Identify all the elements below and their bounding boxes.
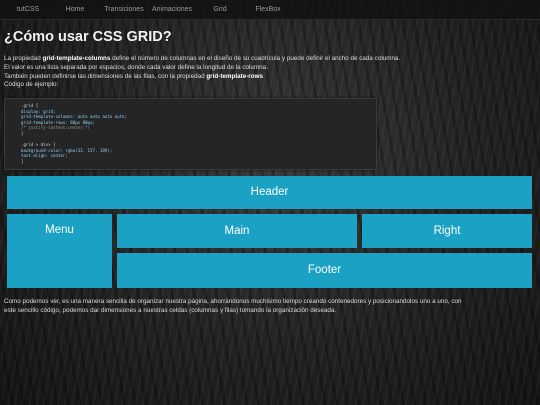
intro-line-3: También pueden definirse las dimensiones… bbox=[4, 73, 536, 82]
intro-line-3-start: También pueden definirse las dimensiones… bbox=[4, 72, 207, 80]
outro-line-1: Como podemos ver, es una manera sencilla… bbox=[4, 298, 462, 305]
grid-menu-cell: Menu bbox=[7, 214, 112, 288]
intro-text: La propiedad grid-template-columns defin… bbox=[4, 55, 536, 90]
nav-link-home[interactable]: Home bbox=[65, 6, 85, 13]
outro-line-2: este sencillo código, podemos dar dimens… bbox=[4, 306, 337, 314]
nav-link-flexbox[interactable]: FlexBox bbox=[255, 6, 281, 13]
code-line: display: grid; bbox=[21, 108, 56, 114]
code-line: .grid > div> { bbox=[21, 142, 56, 148]
intro-line-1-start: La propiedad bbox=[4, 55, 43, 62]
code-line: text-align: center; bbox=[21, 153, 68, 159]
top-navbar: tutCSS Home Transiciones Animaciones Gri… bbox=[0, 0, 540, 20]
grid-header-cell: Header bbox=[7, 176, 532, 209]
code-example-block: .grid { display: grid; grid-template-col… bbox=[4, 98, 377, 170]
nav-link-transiciones[interactable]: Transiciones bbox=[104, 6, 144, 13]
nav-link-grid[interactable]: Grid bbox=[213, 6, 227, 13]
grid-footer-cell: Footer bbox=[117, 253, 532, 288]
code-line: } bbox=[21, 158, 24, 164]
grid-template-rows-keyword: grid-template-rows bbox=[206, 72, 264, 80]
intro-line-4: Código de ejemplo: bbox=[4, 81, 59, 89]
grid-right-cell: Right bbox=[362, 214, 532, 248]
code-line: grid-template-rows: 80px 80px; bbox=[21, 119, 95, 125]
nav-link-animaciones[interactable]: Animaciones bbox=[151, 6, 193, 13]
intro-line-2: El valor es una lista separada por espac… bbox=[4, 63, 268, 71]
nav-link-tutcss[interactable]: tutCSS bbox=[16, 6, 40, 13]
code-line: background-color: rgba(33, 157, 189); bbox=[21, 147, 113, 153]
code-line: /* justify-content:center;*/ bbox=[21, 125, 91, 131]
page-title: ¿Cómo usar CSS GRID? bbox=[4, 29, 172, 45]
intro-line-1: La propiedad grid-template-columns defin… bbox=[4, 55, 536, 64]
code-line: grid-template-columns: auto auto auto au… bbox=[21, 114, 127, 120]
outro-text: Como podemos ver, es una manera sencilla… bbox=[4, 298, 536, 316]
intro-line-1-end: define el número de columnas en el diseñ… bbox=[110, 55, 401, 62]
grid-template-columns-keyword: grid-template-columns bbox=[42, 55, 111, 62]
code-line: .grid { bbox=[21, 103, 39, 108]
grid-main-cell: Main bbox=[117, 214, 357, 248]
code-line: } bbox=[21, 130, 24, 136]
